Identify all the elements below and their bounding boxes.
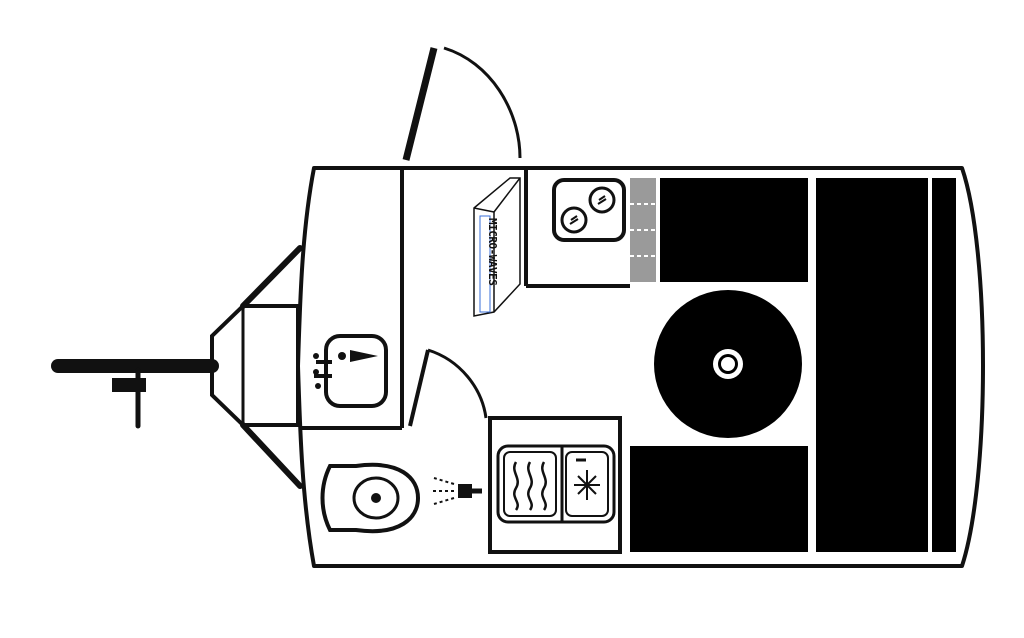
appliance-panel xyxy=(496,444,616,524)
microwave: MICRO-WAVES xyxy=(473,177,521,317)
shower-head-icon xyxy=(430,477,482,505)
toilet-icon xyxy=(320,462,421,534)
sink-basin xyxy=(324,334,388,408)
rear-bed-cushion xyxy=(932,178,956,552)
kitchen-counter xyxy=(524,170,656,288)
entry-door xyxy=(402,46,522,161)
entry-door-panel xyxy=(402,47,438,161)
dinette-seat-bottom xyxy=(630,446,808,552)
trailer-outline xyxy=(296,166,985,568)
round-table xyxy=(654,290,802,438)
microwave-body xyxy=(473,177,521,317)
toilet-drain xyxy=(371,493,381,503)
heater-icon xyxy=(503,451,557,517)
a-frame-lower xyxy=(240,422,303,489)
dinette xyxy=(630,178,956,552)
fridge-snowflake-icon xyxy=(574,470,600,500)
cabinet-outline xyxy=(488,416,622,554)
rear-bed xyxy=(816,178,928,552)
trailer-body xyxy=(296,166,985,568)
burner-2 xyxy=(560,206,588,234)
fridge-box xyxy=(565,451,609,517)
microwave-label: MICRO-WAVES xyxy=(486,218,499,285)
sink-faucet-icon xyxy=(350,350,378,362)
burner-1 xyxy=(588,186,616,214)
front-storage-box xyxy=(210,304,300,427)
bath-door-swing-arc xyxy=(427,348,488,419)
toilet-bowl xyxy=(352,476,400,520)
table-post-inner xyxy=(721,357,735,371)
sink xyxy=(313,334,388,408)
entry-door-swing-arc xyxy=(443,46,522,159)
jack-clamp xyxy=(112,378,146,392)
dinette-seat-top xyxy=(660,178,808,282)
toilet xyxy=(320,462,421,534)
tow-hitch xyxy=(51,245,303,489)
bath-door-panel xyxy=(408,349,430,427)
sink-drain xyxy=(338,352,346,360)
stove-burners-icon xyxy=(552,178,626,242)
microwave-stripe xyxy=(479,215,491,313)
heater-fridge-cabinet xyxy=(488,416,622,554)
a-frame-upper xyxy=(240,245,303,309)
bathroom-walls xyxy=(302,168,488,430)
